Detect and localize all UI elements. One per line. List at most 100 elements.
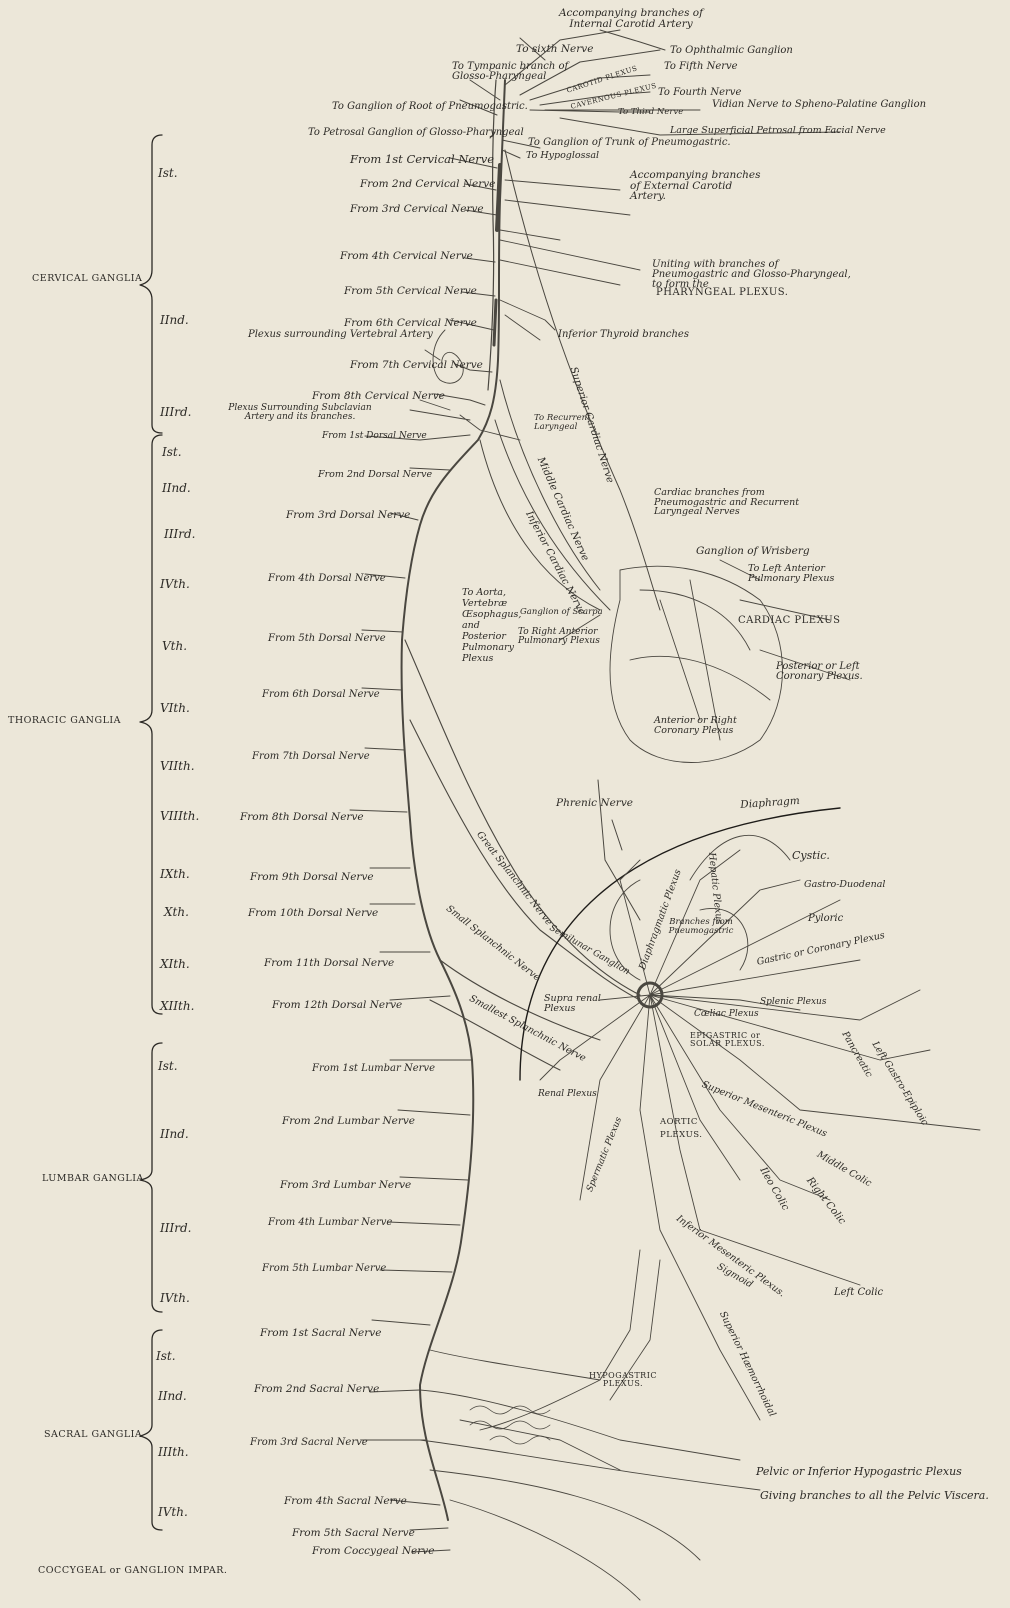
spinal-nerve-label: From 2nd Sacral Nerve — [254, 1384, 379, 1395]
ganglion-numeral: VIth. — [160, 702, 190, 714]
label-root-pneumogastric: To Ganglion of Root of Pneumogastric. — [332, 102, 528, 112]
spinal-nerve-label: From 2nd Lumbar Nerve — [282, 1116, 415, 1127]
spinal-nerve-label: From 3rd Lumbar Nerve — [280, 1180, 411, 1191]
group-label-sacral: SACRAL GANGLIA — [44, 1430, 142, 1440]
label-cardiac-branches: Cardiac branches from Pneumogastric and … — [654, 488, 834, 517]
spinal-nerve-label: From 2nd Cervical Nerve — [360, 179, 495, 190]
label-aorta-branches: To Aorta, Vertebræ Œsophagus, and Poster… — [462, 588, 526, 664]
spinal-nerve-label: From 9th Dorsal Nerve — [250, 872, 374, 883]
ganglion-numeral: IVth. — [160, 578, 190, 590]
ganglion-numeral: IVth. — [158, 1506, 188, 1518]
ganglion-numeral: IInd. — [160, 314, 189, 326]
label-supra-renal: Supra renal Plexus — [544, 994, 604, 1013]
spinal-nerve-label: From 8th Cervical Nerve — [312, 391, 445, 402]
label-tympanic: To Tympanic branch of Glosso-Pharyngeal — [452, 62, 572, 82]
label-external-carotid: Accompanying branches of External Caroti… — [630, 170, 770, 202]
group-label-cervical: CERVICAL GANGLIA — [32, 274, 142, 284]
label-vertebral-plexus: Plexus surrounding Vertebral Artery — [248, 330, 433, 340]
ganglion-numeral: IInd. — [158, 1390, 187, 1402]
label-aortic-plexus: AORTIC PLEXUS. — [660, 1116, 708, 1142]
label-pyloric: Pyloric — [808, 914, 843, 924]
group-label-coccygeal: COCCYGEAL or GANGLION IMPAR. — [38, 1566, 227, 1576]
spinal-nerve-label: From 8th Dorsal Nerve — [240, 812, 364, 823]
spinal-nerve-label: From 12th Dorsal Nerve — [272, 1000, 402, 1011]
label-fourth-nerve: To Fourth Nerve — [658, 88, 741, 98]
ganglion-numeral: Vth. — [162, 640, 187, 652]
label-posterior-coronary: Posterior or Left Coronary Plexus. — [776, 662, 876, 682]
label-ganglion-scarpa: Ganglion of Scarpa — [520, 608, 603, 617]
ganglion-numeral: IXth. — [160, 868, 190, 880]
ganglion-numeral: IIIth. — [158, 1446, 189, 1458]
label-subclavian-plexus: Plexus Surrounding Subclavian Artery and… — [216, 404, 384, 422]
spinal-nerve-label: From 2nd Dorsal Nerve — [318, 470, 432, 480]
label-internal-carotid: Accompanying branches of Internal Caroti… — [546, 8, 716, 29]
label-gastro-duodenal: Gastro-Duodenal — [804, 880, 885, 890]
label-pharyngeal-uniting: Uniting with branches of Pneumogastric a… — [652, 260, 852, 290]
spinal-nerve-label: From 11th Dorsal Nerve — [264, 958, 394, 969]
label-right-pulmonary: To Right Anterior Pulmonary Plexus — [518, 628, 600, 646]
label-phrenic-nerve: Phrenic Nerve — [556, 798, 633, 809]
ganglion-numeral: IInd. — [160, 1128, 189, 1140]
label-ophthalmic: To Ophthalmic Ganglion — [670, 46, 793, 56]
label-large-petrosal: Large Superficial Petrosal from Facial N… — [670, 126, 886, 136]
ganglion-numeral: VIIth. — [160, 760, 195, 772]
ganglion-numeral: Ist. — [158, 1060, 178, 1072]
label-hypogastric-plexus: HYPOGASTRIC PLEXUS. — [584, 1372, 662, 1388]
bracket-thoracic — [140, 435, 162, 1014]
spinal-nerve-label: From 4th Cervical Nerve — [340, 251, 473, 262]
ganglion-numeral: IVth. — [160, 1292, 190, 1304]
spinal-nerve-label: From 6th Dorsal Nerve — [262, 690, 380, 700]
label-vidian: Vidian Nerve to Spheno-Palatine Ganglion — [712, 100, 926, 110]
ganglion-numeral: IIIrd. — [160, 406, 191, 418]
spinal-nerve-label: From 1st Lumbar Nerve — [312, 1064, 435, 1074]
label-pelvic-viscera: Giving branches to all the Pelvic Viscer… — [760, 1490, 989, 1501]
label-cardiac-plexus: CARDIAC PLEXUS — [738, 616, 841, 626]
spinal-nerve-label: From 10th Dorsal Nerve — [248, 908, 378, 919]
ganglion-numeral: Ist. — [162, 446, 182, 458]
label-pelvic-plexus: Pelvic or Inferior Hypogastric Plexus — [756, 1466, 962, 1477]
label-trunk-pneumogastric: To Ganglion of Trunk of Pneumogastric. — [528, 138, 731, 148]
spinal-nerve-label: From 4th Dorsal Nerve — [268, 574, 386, 584]
spinal-nerve-label: From 4th Lumbar Nerve — [268, 1218, 392, 1228]
spinal-nerve-label: From 7th Dorsal Nerve — [252, 752, 370, 762]
ganglion-numeral: Ist. — [158, 167, 178, 179]
label-anterior-coronary: Anterior or Right Coronary Plexus — [654, 716, 740, 735]
label-left-pulmonary: To Left Anterior Pulmonary Plexus — [748, 564, 858, 583]
label-sixth-nerve: To sixth Nerve — [516, 44, 593, 55]
label-hypoglossal: To Hypoglossal — [526, 151, 599, 161]
label-petrosal-ganglion: To Petrosal Ganglion of Glosso-Pharyngea… — [308, 128, 524, 138]
ganglion-numeral: XIth. — [160, 958, 190, 970]
label-pharyngeal-plexus: PHARYNGEAL PLEXUS. — [656, 288, 788, 298]
group-label-lumbar: LUMBAR GANGLIA — [42, 1174, 144, 1184]
ganglion-numeral: VIIIth. — [160, 810, 199, 822]
spinal-nerve-label: From 4th Sacral Nerve — [284, 1496, 407, 1507]
spinal-nerve-label: From 5th Cervical Nerve — [344, 286, 477, 297]
label-solar-plexus: EPIGASTRIC or SOLAR PLEXUS. — [690, 1032, 770, 1048]
spinal-nerve-label: From 6th Cervical Nerve — [344, 318, 477, 329]
label-branches-pneumogastric: Branches from Pneumogastric — [662, 918, 740, 935]
spinal-nerve-label: From 5th Lumbar Nerve — [262, 1264, 386, 1274]
spinal-nerve-label: From Coccygeal Nerve — [312, 1546, 434, 1557]
ganglion-numeral: XIIth. — [160, 1000, 194, 1012]
spinal-nerve-label: From 1st Dorsal Nerve — [322, 432, 427, 441]
group-label-thoracic: THORACIC GANGLIA — [8, 716, 121, 726]
label-coeliac-plexus: Cœliac Plexus — [694, 1010, 759, 1019]
ganglion-numeral: IInd. — [162, 482, 191, 494]
label-cystic: Cystic. — [792, 850, 830, 861]
ganglion-numeral: Xth. — [164, 906, 189, 918]
spinal-nerve-label: From 5th Sacral Nerve — [292, 1528, 415, 1539]
label-left-colic: Left Colic — [834, 1288, 883, 1298]
ganglion-numeral: IIIrd. — [160, 1222, 191, 1234]
label-third-nerve: To Third Nerve — [618, 108, 683, 117]
spinal-nerve-label: From 5th Dorsal Nerve — [268, 634, 386, 644]
spinal-nerve-label: From 1st Cervical Nerve — [350, 154, 494, 166]
spinal-nerve-label: From 1st Sacral Nerve — [260, 1328, 381, 1339]
spinal-nerve-label: From 7th Cervical Nerve — [350, 360, 483, 371]
label-splenic-plexus: Splenic Plexus — [760, 998, 826, 1007]
label-renal-plexus: Renal Plexus — [538, 1090, 597, 1099]
ganglion-numeral: IIIrd. — [164, 528, 195, 540]
spinal-nerve-label: From 3rd Cervical Nerve — [350, 204, 484, 215]
spinal-nerve-label: From 3rd Sacral Nerve — [250, 1438, 368, 1448]
